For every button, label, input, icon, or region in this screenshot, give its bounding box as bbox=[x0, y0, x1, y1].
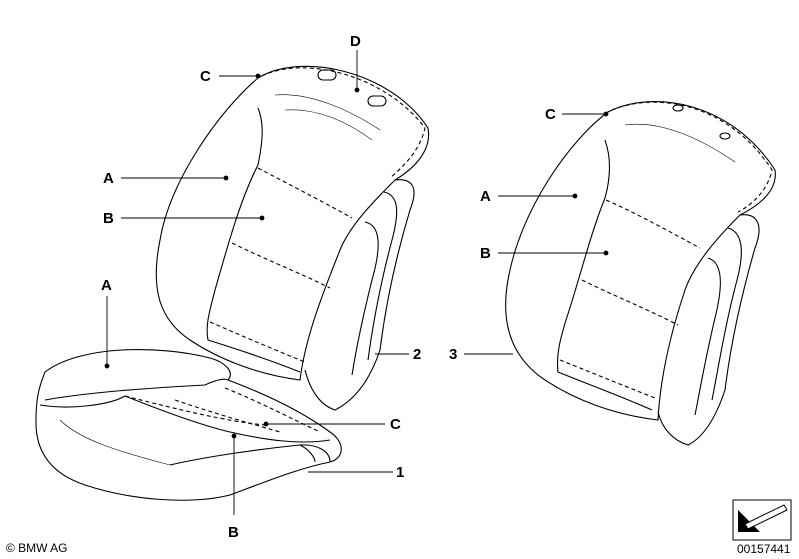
seat-cushion-cover bbox=[35, 349, 342, 501]
arrow-corner-icon bbox=[732, 499, 792, 541]
label-seat-c: C bbox=[390, 416, 401, 433]
label-rear-backrest-b: B bbox=[480, 245, 491, 262]
callout-labels: C D A B 2 A C B 1 C A B 3 bbox=[101, 33, 556, 541]
label-part-2: 2 bbox=[413, 346, 421, 363]
label-front-backrest-d: D bbox=[350, 33, 361, 50]
label-part-3: 3 bbox=[449, 346, 457, 363]
label-rear-backrest-c: C bbox=[545, 106, 556, 123]
label-part-1: 1 bbox=[396, 464, 404, 481]
label-rear-backrest-a: A bbox=[480, 188, 491, 205]
diagram-number: 00157441 bbox=[737, 542, 791, 556]
label-seat-a: A bbox=[101, 277, 112, 294]
label-seat-b: B bbox=[228, 524, 239, 541]
label-front-backrest-c: C bbox=[200, 68, 211, 85]
leader-lines bbox=[106, 50, 606, 515]
label-front-backrest-a: A bbox=[103, 170, 114, 187]
copyright-text: © BMW AG bbox=[6, 541, 68, 555]
rear-backrest-cover bbox=[505, 101, 776, 446]
callout-dots bbox=[104, 73, 609, 439]
front-backrest-cover bbox=[155, 65, 430, 411]
label-front-backrest-b: B bbox=[103, 210, 114, 227]
